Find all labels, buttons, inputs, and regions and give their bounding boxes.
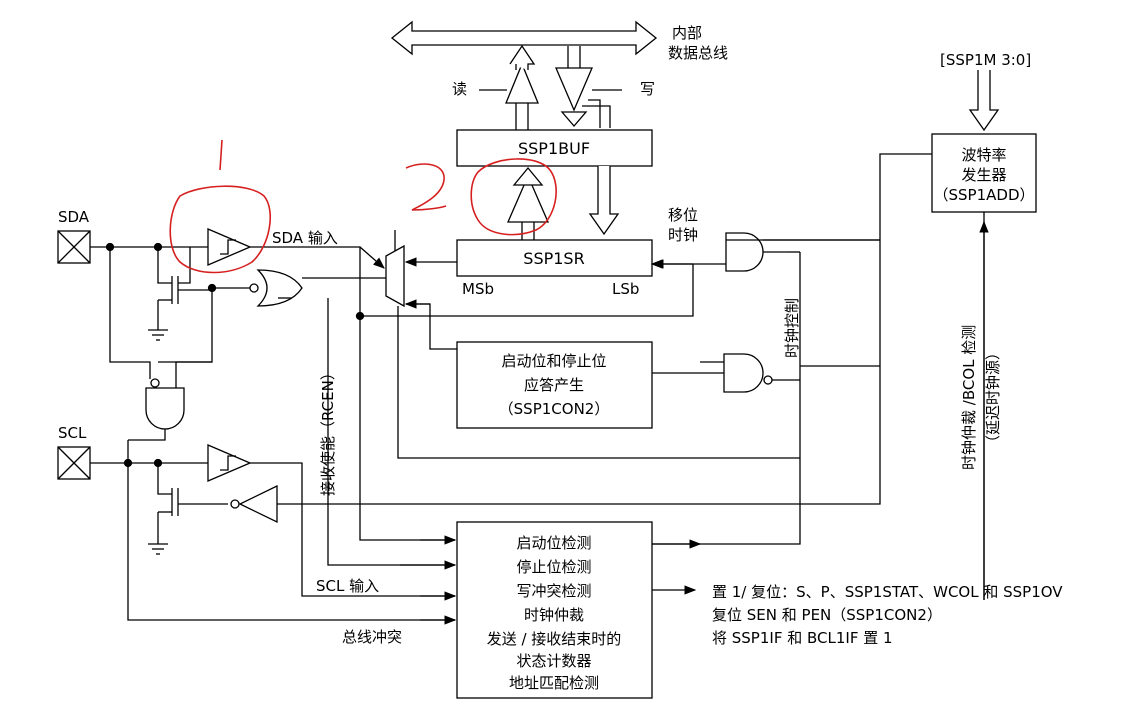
rcen-label: 接收使能（RCEN） bbox=[319, 365, 337, 496]
internal-data-bus-arrow bbox=[390, 20, 658, 56]
read-label: 读 bbox=[452, 80, 467, 98]
sda-nor-gate bbox=[256, 269, 303, 307]
scl-pin-label: SCL bbox=[58, 424, 87, 442]
start-stop-and-gate bbox=[723, 353, 764, 393]
ssp1m-label: [SSP1M 3:0] bbox=[940, 51, 1031, 69]
shift-clock-and-gate bbox=[725, 232, 764, 272]
start-stop-label-3: （SSP1CON2） bbox=[499, 400, 610, 418]
scl-schmitt-buffer bbox=[207, 444, 252, 482]
start-stop-label-1: 启动位和停止位 bbox=[501, 352, 606, 370]
detect-line-3: 写冲突检测 bbox=[516, 582, 591, 600]
sr-to-buf-buffer bbox=[507, 166, 549, 240]
sda-nmos-transistor bbox=[148, 247, 212, 341]
detect-line-4: 时钟仲裁 bbox=[524, 606, 584, 624]
ssp1sr-label: SSP1SR bbox=[523, 249, 584, 268]
detection-box bbox=[456, 521, 653, 699]
start-stop-ack-box bbox=[456, 341, 653, 429]
ssp1buf-register bbox=[456, 129, 653, 167]
baud-rate-generator bbox=[931, 133, 1037, 213]
output-line-2: 复位 SEN 和 PEN（SSP1CON2） bbox=[712, 606, 942, 624]
annotation-mark-1 bbox=[219, 139, 223, 171]
detect-line-2: 停止位检测 bbox=[516, 558, 591, 576]
clock-arbitration-label-2: （延迟时钟源） bbox=[984, 345, 1002, 450]
ssp1buf-label: SSP1BUF bbox=[518, 139, 590, 158]
shift-clock-label-1: 移位 bbox=[668, 206, 698, 224]
shift-clock-label-2: 时钟 bbox=[668, 226, 698, 244]
ssp1m-input-arrow bbox=[968, 70, 1000, 132]
detect-line-7: 地址匹配检测 bbox=[509, 674, 599, 692]
sda-input-label: SDA 输入 bbox=[272, 229, 338, 247]
bus-label-1: 内部 bbox=[672, 24, 702, 42]
output-line-1: 置 1/ 复位：S、P、SSP1STAT、WCOL 和 SSP1OV bbox=[712, 583, 1063, 601]
annotation-circle-2 bbox=[470, 158, 557, 236]
start-stop-label-2: 应答产生 bbox=[524, 376, 584, 394]
buf-to-sr-arrow bbox=[588, 166, 620, 236]
output-line-3: 将 SSP1IF 和 BCL1IF 置 1 bbox=[712, 629, 893, 647]
sda-pin-label: SDA bbox=[58, 208, 90, 226]
red-annotations bbox=[169, 139, 557, 274]
annotation-circle-1 bbox=[169, 185, 272, 274]
read-path bbox=[479, 44, 539, 130]
baud-label-1: 波特率 bbox=[961, 146, 1006, 164]
clock-arbitration-label-1: 时钟仲裁 /BCOL 检测 bbox=[960, 325, 978, 470]
baud-label-2: 发生器 bbox=[961, 166, 1006, 184]
bus-collision-label: 总线冲突 bbox=[342, 628, 402, 646]
write-label: 写 bbox=[640, 80, 655, 98]
sda-output-mux bbox=[385, 244, 405, 308]
write-path bbox=[555, 46, 622, 128]
annotation-mark-2 bbox=[405, 163, 447, 211]
detect-line-6: 状态计数器 bbox=[516, 652, 591, 670]
scl-nmos-transistor bbox=[148, 463, 228, 555]
scl-input-label: SCL 输入 bbox=[316, 577, 379, 595]
detect-line-5: 发送 / 接收结束时的 bbox=[487, 630, 622, 648]
detect-line-1: 启动位检测 bbox=[516, 534, 591, 552]
ssp1sr-register bbox=[456, 239, 653, 277]
clock-control-label: 时钟控制 bbox=[783, 298, 801, 358]
sda-schmitt-buffer bbox=[207, 228, 252, 266]
scl-inverter bbox=[238, 484, 278, 524]
sda-scl-and-gate bbox=[145, 387, 185, 430]
baud-label-3: （SSP1ADD） bbox=[934, 186, 1035, 204]
bus-label-2: 数据总线 bbox=[668, 44, 728, 62]
lsb-label: LSb bbox=[612, 280, 639, 298]
msb-label: MSb bbox=[462, 280, 494, 298]
